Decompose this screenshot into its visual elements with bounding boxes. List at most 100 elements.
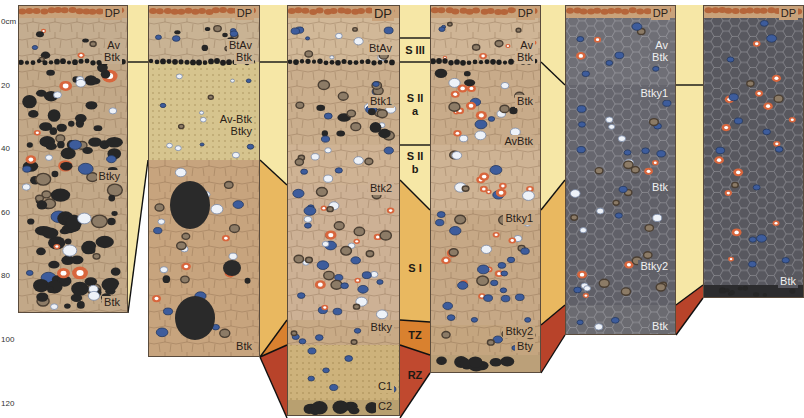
dark-clast [107, 218, 115, 226]
orange-nodule [733, 168, 743, 176]
blue-clast [490, 166, 502, 175]
nodule-core [376, 235, 380, 238]
carbonate-nodule [305, 51, 313, 57]
horizon-texture [287, 18, 400, 62]
blue-clast [333, 308, 342, 315]
orange-nodule [508, 238, 516, 244]
blue-clast [615, 52, 624, 59]
blue-clast [488, 117, 494, 122]
stone-line [67, 60, 71, 64]
stone-line [190, 59, 196, 65]
horizon-band [430, 210, 541, 325]
blue-clast [498, 262, 506, 268]
nodule-core [76, 270, 83, 276]
carbonate-nodule [365, 158, 373, 164]
dark-clast [36, 292, 48, 301]
blue-clast [782, 258, 789, 263]
blue-clast [657, 151, 666, 157]
blue-clast [317, 261, 329, 270]
depth-tick: 60 [1, 208, 10, 218]
blue-clast [624, 150, 631, 155]
stone-line [149, 59, 153, 63]
dark-clast [27, 142, 33, 147]
carbonate-nodule [495, 40, 503, 46]
gap-fill [400, 180, 430, 322]
blue-clast [763, 129, 771, 135]
orange-nodule [466, 102, 476, 110]
nodule-core [389, 209, 392, 212]
horizon-label: DP [516, 7, 535, 20]
stone-line [25, 61, 29, 65]
stone-line [389, 60, 395, 66]
dark-clast [490, 358, 502, 367]
stone-line [85, 59, 90, 64]
blue-clast [155, 35, 161, 39]
white-clast [354, 157, 364, 165]
orange-nodule [583, 293, 589, 298]
dark-clast [48, 261, 59, 269]
blue-clast [362, 272, 371, 279]
dark-clast [111, 211, 117, 216]
blue-clast [32, 45, 37, 49]
blue-clast [663, 100, 671, 106]
correlation-line [260, 160, 287, 185]
carbonate-nodule [354, 227, 364, 235]
horizon-label: C1 [376, 380, 394, 393]
carbonate-nodule [177, 242, 186, 250]
dark-clast [57, 141, 65, 148]
dark-clast [71, 282, 89, 296]
horizon-label: DP [651, 7, 670, 20]
white-clast [22, 184, 30, 190]
stone-line [378, 60, 383, 65]
white-clast [501, 82, 509, 88]
carbonate-nodule [650, 119, 659, 126]
white-clast [46, 155, 53, 161]
dark-clast [42, 228, 59, 239]
correlation-line [541, 335, 565, 373]
horizon-label: Btk [515, 51, 535, 64]
nodule-core [584, 294, 587, 296]
orange-nodule [773, 220, 780, 226]
horizon-texture [430, 62, 541, 145]
stone-line [203, 60, 208, 65]
nodule-core [511, 239, 514, 242]
horizon-label: Bty [515, 340, 535, 353]
carbonate-nodule [90, 42, 96, 47]
carbonate-nodule [449, 249, 458, 256]
stone-line [360, 59, 365, 64]
carbonate-nodule [341, 246, 352, 255]
carbonate-nodule [477, 276, 489, 285]
horizon-band [430, 145, 541, 210]
carbonate-nodule [181, 276, 189, 283]
nodule-core [444, 259, 448, 263]
blue-clast [335, 275, 343, 281]
nodule-core [774, 77, 778, 80]
crust-bump [294, 7, 302, 13]
orange-nodule [476, 111, 487, 120]
nodule-core [791, 118, 794, 121]
blue-clast [577, 320, 583, 325]
dark-clast [46, 280, 62, 293]
orange-nodule [479, 172, 489, 180]
correlation-line [260, 320, 287, 357]
crust-bump [629, 7, 637, 13]
horizon-texture [565, 180, 676, 305]
stone-line [371, 60, 376, 65]
blue-clast [69, 140, 81, 149]
depth-tick: 120 [1, 399, 14, 409]
carbonate-nodule [107, 184, 122, 196]
orange-nodule [753, 41, 761, 47]
blue-clast [439, 27, 445, 32]
orange-nodule [773, 141, 780, 147]
depth-tick: 40 [1, 144, 10, 154]
carbonate-nodule [36, 173, 51, 185]
white-clast [376, 310, 387, 319]
stone-line [37, 59, 41, 63]
dark-clast [101, 278, 118, 291]
depth-tick: 20 [1, 81, 10, 91]
unit-label: TZ [407, 329, 422, 342]
crust-bump [212, 7, 220, 13]
white-clast [595, 324, 603, 330]
blue-clast [447, 315, 455, 321]
horizon-texture [287, 345, 400, 400]
